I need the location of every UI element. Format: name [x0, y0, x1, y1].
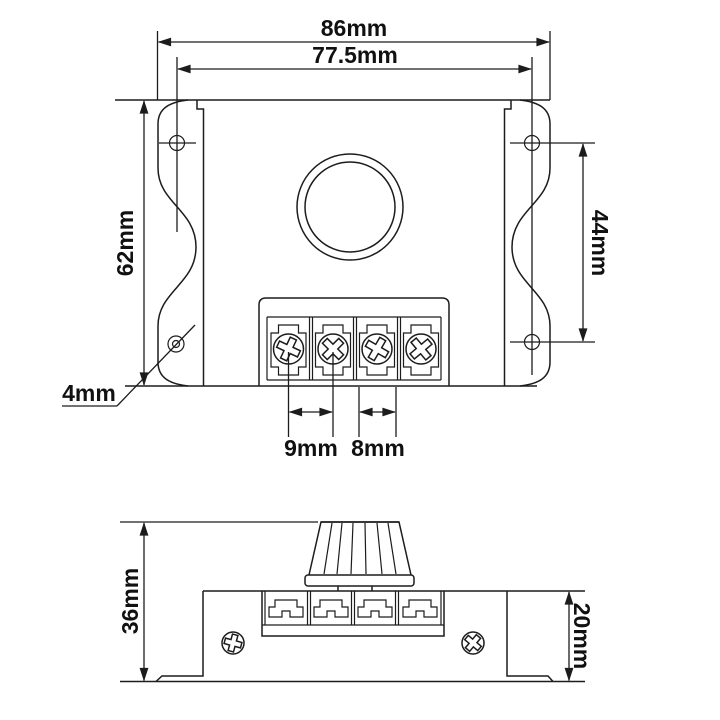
terminal-block: [258, 297, 450, 386]
phillips-cross-icon: [321, 337, 345, 361]
knob-ribs: [323, 522, 397, 575]
phillips-cross-icon: [275, 336, 302, 362]
side-view: 36mm 20mm: [117, 521, 595, 683]
dim-overall-width-label: 86mm: [321, 15, 387, 41]
screw-seat: [402, 324, 440, 376]
dim-hole-spacing-h-label: 77.5mm: [312, 42, 398, 68]
hole-inner-circle: [171, 339, 181, 349]
knob: [304, 521, 415, 591]
knob-rib: [376, 522, 383, 575]
wire-clamp-glyph: [402, 599, 438, 618]
body-left-outline: [155, 591, 204, 683]
knob-inner-circle: [304, 161, 396, 253]
front-view: 86mm 77.5mm 62mm 44mm 4mm: [62, 15, 613, 461]
dim-total-height: 36mm: [117, 521, 318, 682]
knob-cone-outline: [308, 521, 412, 576]
hole-outer-circle: [167, 335, 185, 353]
knob-rib: [387, 522, 397, 575]
phillips-cross-icon: [463, 633, 483, 653]
dim-terminal-pitch-a-label: 9mm: [284, 435, 338, 461]
dim-hole-spacing-h: 77.5mm: [176, 42, 533, 375]
leader-line: [116, 324, 196, 407]
knob-rib: [323, 522, 333, 575]
terminal-screw-2: [314, 324, 352, 376]
side-body: [120, 590, 585, 683]
plate-left-wavy-edge: [157, 99, 197, 387]
dim-hole-diameter: 4mm: [62, 324, 196, 407]
wire-clamp-glyph: [313, 599, 349, 618]
wire-clamp-glyph: [268, 599, 304, 618]
dim-terminal-pitch-b: 8mm: [351, 387, 405, 461]
dim-overall-width: 86mm: [156, 15, 551, 100]
dim-body-height: 20mm: [564, 591, 595, 682]
dim-overall-height: 62mm: [112, 100, 149, 386]
terminal-block-outer: [258, 297, 450, 386]
knob-rib: [336, 522, 343, 575]
terminal-screw-3: [358, 324, 396, 376]
block-outline: [261, 591, 445, 637]
wire-clamp-glyph: [357, 599, 393, 618]
body-right-outline: [506, 591, 554, 683]
dim-terminal-pitch-a: 9mm: [284, 352, 338, 461]
screw-seat: [358, 324, 396, 376]
knob-hole: [296, 153, 404, 261]
dim-hole-diameter-label: 4mm: [62, 380, 116, 406]
mounting-plate: [115, 99, 551, 387]
mounting-hole-bottom-left: [167, 335, 185, 353]
dim-total-height-label: 36mm: [117, 568, 143, 634]
body-right-edge: [503, 100, 512, 386]
terminal-screw-1: [270, 324, 307, 376]
dim-terminal-pitch-b-label: 8mm: [351, 435, 405, 461]
phillips-cross-icon: [364, 336, 390, 362]
phillips-cross-icon: [408, 336, 434, 362]
dim-hole-spacing-v-label: 44mm: [587, 210, 613, 276]
plate-right-wavy-edge: [511, 99, 551, 387]
phillips-cross-icon: [223, 633, 243, 653]
body-left-edge: [196, 100, 205, 386]
knob-rib: [364, 522, 367, 575]
knob-rib: [350, 522, 354, 575]
knob-outer-circle: [296, 153, 404, 261]
terminal-screw-4: [402, 324, 440, 376]
knob-base-flange: [304, 574, 415, 587]
case-screw-left: [221, 631, 245, 655]
dim-body-height-label: 20mm: [569, 603, 595, 669]
side-terminal-block: [261, 591, 445, 637]
case-screw-right: [461, 631, 485, 655]
dim-hole-spacing-v: 44mm: [510, 142, 613, 343]
screw-seat: [270, 324, 307, 376]
dim-overall-height-label: 62mm: [112, 210, 138, 276]
screw-seat: [314, 324, 352, 376]
